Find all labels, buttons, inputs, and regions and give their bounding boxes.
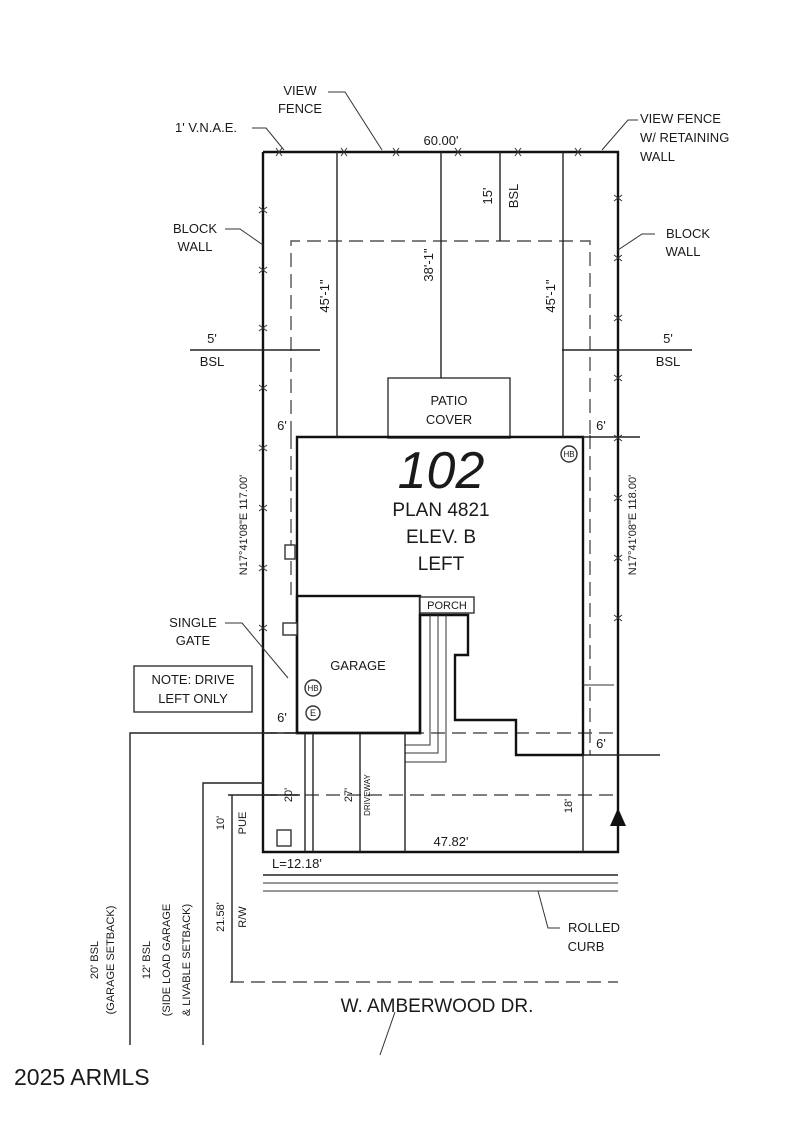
gate-post xyxy=(282,622,298,636)
bsl-12-note: (SIDE LOAD GARAGE xyxy=(161,904,173,1016)
bearing-left: N17°41'08"E 117.00' xyxy=(238,475,250,575)
fence-marks xyxy=(258,147,623,632)
elevation: ELEV. B xyxy=(406,527,476,548)
patio-cover xyxy=(387,377,511,439)
orientation: LEFT xyxy=(418,554,465,575)
bsl-20-leader xyxy=(129,732,297,1045)
dim-side-right-val: 5' xyxy=(663,331,673,346)
single-gate-2: GATE xyxy=(176,633,211,648)
dim-rw-val: 21.58' xyxy=(215,902,227,932)
dim-gap-right-front: 6' xyxy=(596,736,606,751)
hb-marker-front-text: HB xyxy=(307,684,318,693)
street-leader xyxy=(379,1011,396,1056)
block-wall-left-leader xyxy=(225,228,264,246)
e-marker-text: E xyxy=(310,708,316,718)
block-wall-right-leader xyxy=(617,233,655,251)
bsl-12-note-2: & LIVABLE SETBACK) xyxy=(181,904,193,1016)
patio-cover-label-1: PATIO xyxy=(430,393,467,408)
dim-pue-val: 10' xyxy=(215,816,227,830)
view-fence-label-2: FENCE xyxy=(278,101,322,116)
hb-marker-front xyxy=(304,679,322,697)
note-box xyxy=(133,665,253,713)
block-wall-left-1: BLOCK xyxy=(173,221,217,236)
dim-pue-lbl: PUE xyxy=(237,812,249,835)
dim-rw-lbl: R/W xyxy=(237,906,249,928)
view-fence-retaining-1: VIEW FENCE xyxy=(640,111,721,126)
dim-side-left-val: 5' xyxy=(207,331,217,346)
patio-cover-label-2: COVER xyxy=(426,412,472,427)
porch xyxy=(419,596,475,614)
block-wall-right-1: BLOCK xyxy=(666,226,710,241)
walk-lines xyxy=(405,615,431,746)
dim-rear-width: 60.00' xyxy=(423,133,458,148)
dim-rear-setback-val: 15' xyxy=(480,188,495,205)
vnae-label: 1' V.N.A.E. xyxy=(175,120,237,135)
porch-label: PORCH xyxy=(427,600,467,612)
copyright: 2025 ARMLS xyxy=(14,1064,150,1090)
dim-gap-right: 6' xyxy=(596,418,606,433)
lot-number: 102 xyxy=(398,442,485,500)
walk-lines-2 xyxy=(405,615,439,754)
plan-number: PLAN 4821 xyxy=(392,500,489,521)
dim-driveway-val: 27' xyxy=(343,788,355,802)
dim-depth-right-val: 45'-1" xyxy=(543,279,558,313)
view-fence-label-1: VIEW xyxy=(283,83,317,98)
bsl-12-leader xyxy=(202,782,263,1045)
dim-side-left-lbl: BSL xyxy=(200,354,225,369)
single-gate-1: SINGLE xyxy=(169,615,217,630)
dim-front-setback-val: 18' xyxy=(563,799,575,813)
garage-label: GARAGE xyxy=(330,658,386,673)
street-name: W. AMBERWOOD DR. xyxy=(341,996,534,1017)
walk-lines-3 xyxy=(405,615,447,763)
dim-rear-setback-lbl: BSL xyxy=(506,184,521,209)
single-gate-leader xyxy=(225,622,289,679)
dim-gap-left: 6' xyxy=(277,418,287,433)
e-marker xyxy=(305,705,321,721)
note-line-2: LEFT ONLY xyxy=(158,691,228,706)
dim-curve: L=12.18' xyxy=(272,856,322,871)
hb-marker-rear xyxy=(560,445,578,463)
view-fence-retaining-3: WALL xyxy=(640,149,675,164)
vnae-leader xyxy=(252,127,285,151)
dim-gap-left-front: 6' xyxy=(277,710,287,725)
block-wall-left-2: WALL xyxy=(178,239,213,254)
bsl-12: 12' BSL xyxy=(141,941,153,979)
north-marker xyxy=(610,808,626,826)
dim-front-width: 47.82' xyxy=(433,834,468,849)
view-fence-leader xyxy=(328,91,383,151)
view-fence-retaining-leader xyxy=(601,119,638,151)
view-fence-retaining-2: W/ RETAINING xyxy=(640,130,729,145)
note-line-1: NOTE: DRIVE xyxy=(151,672,234,687)
bsl-20: 20' BSL xyxy=(89,941,101,979)
rolled-curb-leader xyxy=(537,890,560,929)
fp-marker xyxy=(284,544,296,560)
dim-driveway-lbl: DRIVEWAY xyxy=(363,773,372,815)
bearing-right: N17°41'08"E 118.00' xyxy=(627,475,639,575)
block-wall-right-2: WALL xyxy=(666,244,701,259)
bsl-20-note: (GARAGE SETBACK) xyxy=(105,906,117,1015)
rolled-curb-2: CURB xyxy=(568,939,605,954)
hb-marker-rear-text: HB xyxy=(563,450,574,459)
dim-depth-left-val: 45'-1" xyxy=(317,279,332,313)
garage xyxy=(295,594,422,735)
rolled-curb-1: ROLLED xyxy=(568,920,620,935)
meter-box xyxy=(276,829,292,847)
dim-depth-center-val: 38'-1" xyxy=(421,248,436,282)
dim-side-right-lbl: BSL xyxy=(656,354,681,369)
